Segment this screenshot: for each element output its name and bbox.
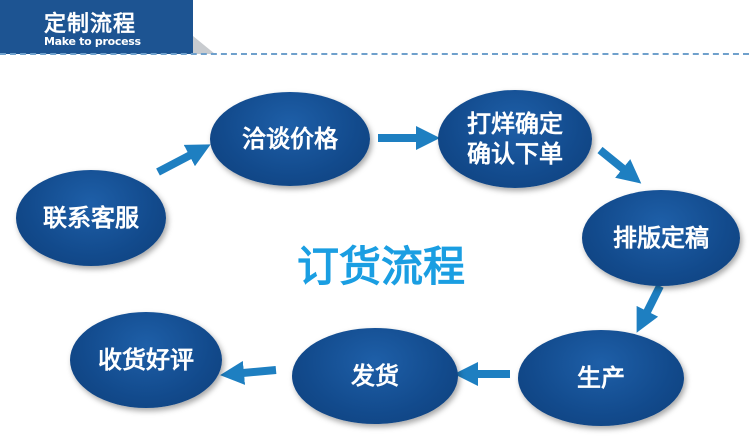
step-label: 发货 — [351, 362, 399, 390]
center-title: 订货流程 — [297, 242, 466, 291]
header-bar — [0, 0, 193, 54]
arrow-icon — [597, 146, 642, 184]
step-label: 联系客服 — [43, 204, 139, 232]
header-divider — [0, 53, 749, 55]
step-review: 收货好评 — [70, 312, 222, 408]
step-label: 排版定稿 — [613, 224, 709, 252]
step-produce: 生产 — [518, 330, 684, 426]
step-label: 打烊确定 确认下单 — [467, 110, 563, 168]
step-label: 洽谈价格 — [242, 125, 338, 153]
arrow-icon — [220, 360, 277, 385]
step-negotiate: 洽谈价格 — [210, 92, 370, 186]
page-title: 定制流程 — [44, 12, 137, 37]
page-subtitle: Make to process — [44, 35, 141, 48]
step-label: 收货好评 — [98, 346, 194, 374]
step-label: 生产 — [577, 364, 625, 392]
step-layout: 排版定稿 — [582, 190, 740, 286]
step-sample: 打烊确定 确认下单 — [438, 90, 592, 188]
step-contact: 联系客服 — [16, 170, 166, 266]
arrow-icon — [156, 144, 211, 176]
step-ship: 发货 — [292, 328, 458, 424]
arrow-icon — [636, 284, 664, 333]
